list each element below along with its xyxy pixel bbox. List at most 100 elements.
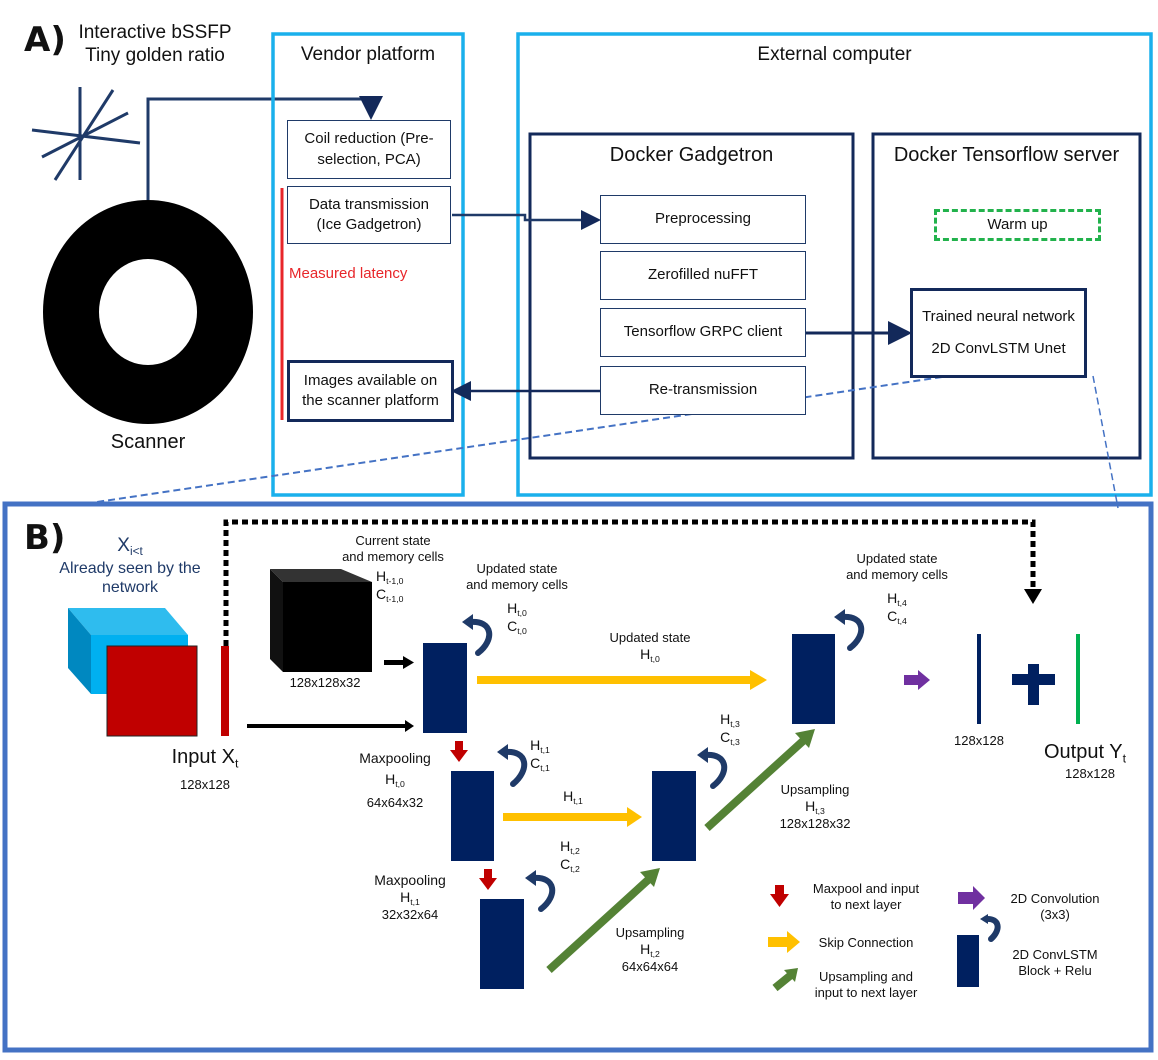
sequence-title-line2: Tiny golden ratio [85,44,225,66]
output-dims: 128x128 [1065,766,1115,781]
images-available-box: Images available on the scanner platform [287,360,454,422]
history-subscript: i<t [129,545,143,559]
docker-gadgetron-title: Docker Gadgetron [609,144,774,166]
output-label-subscript: t [1122,751,1127,766]
radial-trajectory-icon [31,87,141,181]
legend-convlstm-line1: 2D ConvLSTM [1012,947,1098,962]
level2-c-sub: t,2 [570,864,580,875]
skip1-h-sub: t,1 [573,796,583,807]
level2-dims: 32x32x64 [381,907,439,923]
legend-convlstm-block-icon [957,935,979,987]
maxpool0-label: Maxpooling [359,750,431,766]
level0-c-sub: t,0 [517,626,527,637]
measured-latency-label: Measured latency [289,265,408,282]
coil-reduction-box: Coil reduction (Pre-selection, PCA) [287,120,451,179]
current-c-sub: t-1,0 [386,594,404,605]
current-state-line1: Current state [355,533,431,548]
maxpool1-label: Maxpooling [374,872,446,888]
level0-line1: Updated state [476,561,558,576]
upsample2-h-sub: t,2 [650,948,660,959]
level3-c-sub: t,3 [730,737,740,748]
level4-h-sub: t,4 [897,598,907,609]
upsample2-label: Upsampling [615,925,685,940]
current-h-sub: t-1,0 [386,576,404,587]
step-retransmission: Re-transmission [600,366,806,415]
warm-up-box: Warm up [934,209,1101,241]
level0-caption: Updated state and memory cells [452,561,582,592]
maxpool-arrow-0 [450,741,468,762]
convlstm-block-0 [423,643,467,733]
zoom-guide-right [1092,375,1119,509]
scanner-label: Scanner [110,431,186,453]
scanner-icon [43,200,253,424]
conv2d-arrow [904,670,930,690]
docker-tensorflow-title: Docker Tensorflow server [893,144,1120,166]
current-h: H [376,568,387,584]
level1-vars: Ht,1 Ct,1 [530,737,550,774]
skip0-line1: Updated state [609,630,691,645]
convlstm-block-3 [652,771,696,861]
history-symbol: X [117,535,130,556]
history-cube [68,608,188,694]
maxpool-arrow-1 [479,869,497,890]
input-to-block-arrow [247,720,414,732]
legend-maxpool-label: Maxpool and input to next layer [812,881,920,912]
conv-output-slice [977,634,981,724]
maxpool1-caption: Maxpooling Ht,1 32x32x64 [360,872,460,923]
sequence-title: Interactive bSSFP Tiny golden ratio [70,22,240,68]
level3-h-sub: t,3 [730,719,740,730]
panel-b-label: B) [24,518,66,558]
input-frame-square [106,645,198,737]
level3-vars: Ht,3 Ct,3 [720,711,740,748]
level0-line2: and memory cells [466,576,568,592]
input-label: Input Xt [160,745,250,771]
skip0-h-sub: t,0 [650,653,660,664]
upsample3-caption: Upsampling Ht,3 128x128x32 [765,782,865,832]
input-slice [221,646,229,736]
skip-arrow-0 [477,670,767,690]
state-cube [270,569,372,672]
level4-caption: Updated state and memory cells [832,551,962,582]
zoom-guide-left [89,376,943,504]
level2-h-sub: t,2 [570,846,580,857]
state-input-arrow [384,656,414,669]
state-cube-dims: 128x128x32 [289,675,361,690]
upsample2-caption: Upsampling Ht,2 64x64x64 [600,925,700,975]
recurrence-icon-4 [839,613,865,651]
current-state-vars: Ht-1,0 Ct-1,0 [376,568,403,605]
convlstm-block-1 [451,771,494,861]
vendor-platform-title: Vendor platform [300,44,436,65]
legend-upsample-label: Upsampling and input to next layer [814,969,918,1000]
data-transmission-box: Data transmission (Ice Gadgetron) [287,186,451,244]
addition-icon [1012,664,1055,705]
recurrence-icon-0 [467,618,493,656]
upsample3-dims: 128x128x32 [779,816,851,832]
level4-vars: Ht,4 Ct,4 [887,590,907,627]
current-c: C [376,586,387,603]
legend-upsample-icon [772,968,798,992]
input-label-subscript: t [234,756,239,771]
level1-dims: 64x64x32 [366,795,424,811]
level4-line1: Updated state [856,551,938,566]
trained-network-box: Trained neural network 2D ConvLSTM Unet [910,288,1087,378]
maxpool1-h-sub: t,1 [410,896,420,907]
step-preprocessing: Preprocessing [600,195,806,244]
level4-c-sub: t,4 [897,616,907,627]
current-state-caption: Current state and memory cells [328,533,458,564]
sequence-title-line1: Interactive bSSFP [78,22,232,43]
external-computer-title: External computer [757,44,912,65]
legend-maxpool-icon [770,885,789,907]
upsample3-h-sub: t,3 [815,805,825,816]
skip-arrow-1 [503,807,642,827]
step-grpc-client: Tensorflow GRPC client [600,308,806,357]
step-zerofilled-nufft: Zerofilled nuFFT [600,251,806,300]
skip0-caption: Updated state Ht,0 [580,630,720,664]
skip1-caption: Ht,1 [563,788,583,807]
conv-output-dims: 128x128 [954,733,1004,748]
current-state-line2: and memory cells [342,548,444,564]
legend-conv-line2: (3x3) [1040,906,1070,922]
legend-recurrence-icon [983,916,1001,942]
recurrence-icon-2 [530,874,556,912]
output-label: Output Yt [1035,740,1135,766]
history-caption-line2: network [101,579,159,597]
